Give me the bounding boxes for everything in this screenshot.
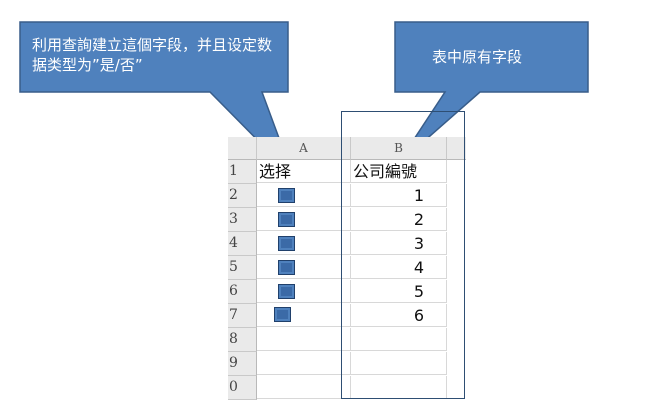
row-number[interactable]: 4 bbox=[228, 232, 257, 256]
cell-a3[interactable] bbox=[257, 208, 351, 231]
row-number[interactable]: 1 bbox=[228, 160, 257, 184]
select-checkbox[interactable] bbox=[278, 188, 295, 203]
right-callout-text: 表中原有字段 bbox=[432, 48, 523, 66]
cell-a8[interactable] bbox=[257, 328, 351, 351]
column-header-a[interactable]: A bbox=[257, 137, 351, 160]
cell-a6[interactable] bbox=[257, 280, 351, 303]
column-header-b[interactable]: B bbox=[351, 137, 447, 160]
cell-a7[interactable] bbox=[257, 304, 351, 327]
select-checkbox[interactable] bbox=[278, 260, 295, 275]
cell-b7[interactable]: 6 bbox=[351, 304, 447, 327]
row-number[interactable]: 8 bbox=[228, 328, 257, 352]
select-checkbox[interactable] bbox=[278, 212, 295, 227]
row-number[interactable]: 7 bbox=[228, 304, 257, 328]
cell-b3[interactable]: 2 bbox=[351, 208, 447, 231]
spreadsheet: A B 1 2 3 4 5 6 7 8 9 0 选择 公司編號 1 2 3 4 … bbox=[228, 137, 466, 414]
cell-a10[interactable] bbox=[257, 376, 351, 399]
cell-a2[interactable] bbox=[257, 184, 351, 207]
select-checkbox[interactable] bbox=[278, 236, 295, 251]
cell-a4[interactable] bbox=[257, 232, 351, 255]
cell-b5[interactable]: 4 bbox=[351, 256, 447, 279]
row-number[interactable]: 2 bbox=[228, 184, 257, 208]
cell-b9[interactable] bbox=[351, 352, 447, 375]
row-number[interactable]: 5 bbox=[228, 256, 257, 280]
row-number[interactable]: 9 bbox=[228, 352, 257, 376]
cell-b4[interactable]: 3 bbox=[351, 232, 447, 255]
row-number[interactable]: 3 bbox=[228, 208, 257, 232]
left-callout-text: 利用查詢建立這個字段，并且设定数据类型为”是/否” bbox=[32, 36, 273, 74]
column-header-corner bbox=[228, 137, 257, 160]
cell-b10[interactable] bbox=[351, 376, 447, 399]
select-checkbox[interactable] bbox=[274, 307, 291, 322]
cell-b6[interactable]: 5 bbox=[351, 280, 447, 303]
cell-b8[interactable] bbox=[351, 328, 447, 351]
select-checkbox[interactable] bbox=[278, 284, 295, 299]
cell-a1-select-header[interactable]: 选择 bbox=[257, 160, 351, 183]
cell-a5[interactable] bbox=[257, 256, 351, 279]
cell-a9[interactable] bbox=[257, 352, 351, 375]
column-header-c[interactable] bbox=[447, 137, 466, 160]
row-number[interactable]: 0 bbox=[228, 376, 257, 400]
cell-b1-company-id-header[interactable]: 公司編號 bbox=[351, 160, 447, 183]
cell-b2[interactable]: 1 bbox=[351, 184, 447, 207]
row-number[interactable]: 6 bbox=[228, 280, 257, 304]
